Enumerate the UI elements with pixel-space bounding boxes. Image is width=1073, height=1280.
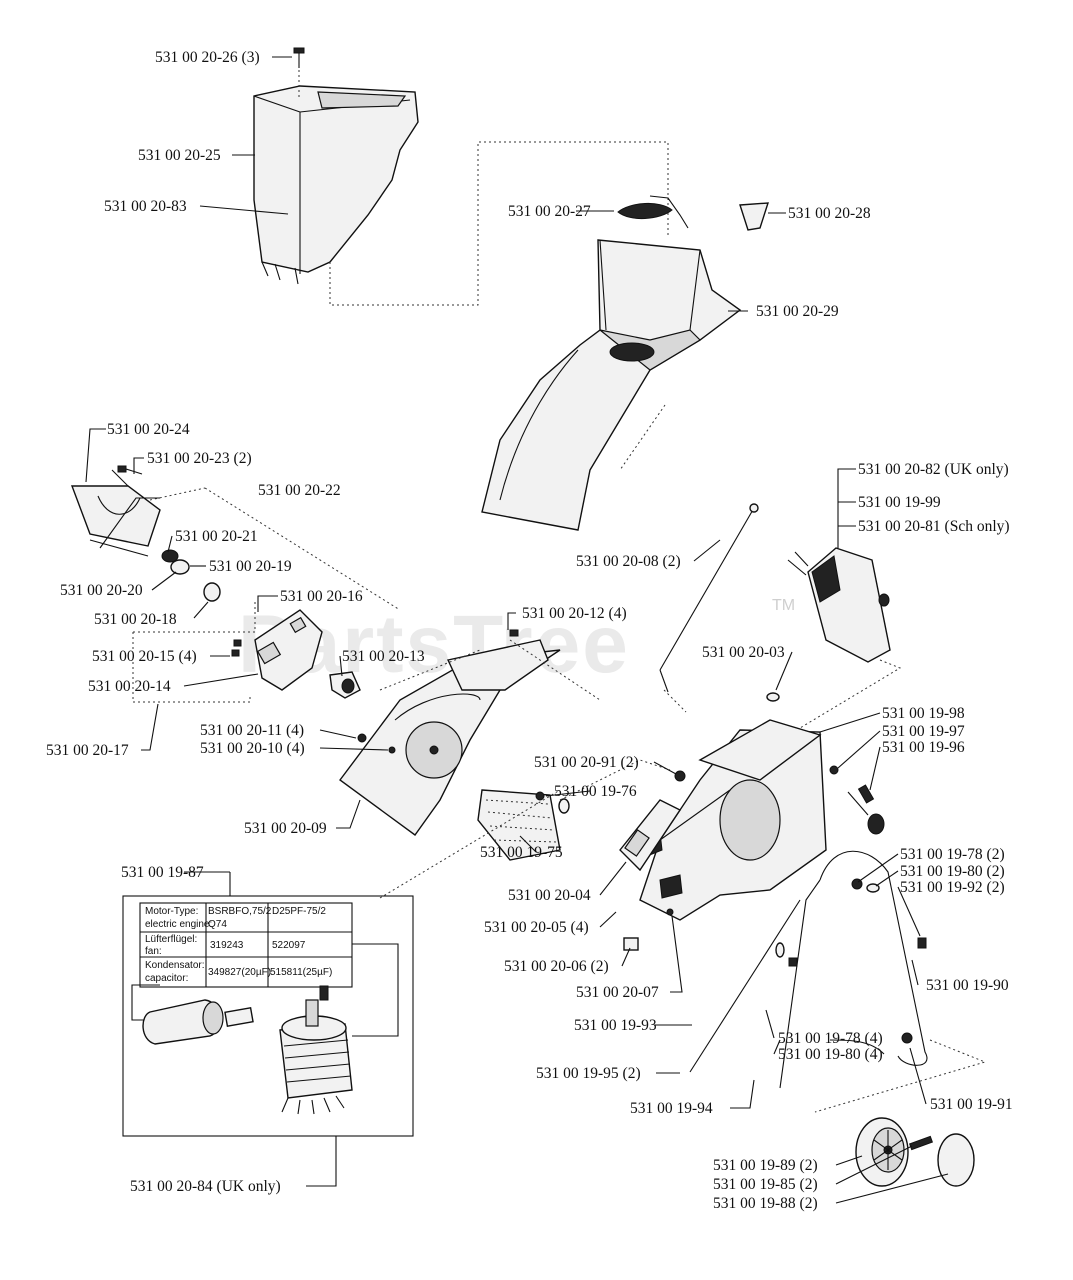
table-cell-motor-1: BSRBFO,75/2 <box>208 906 272 917</box>
washer-icon <box>535 791 570 814</box>
table-cell-motor-2: D25PF-75/2 <box>272 906 326 917</box>
callout-531-00-20-26: 531 00 20-26 (3) <box>155 49 260 66</box>
screw-icon <box>117 465 143 475</box>
table-cell-motor-1b: Q74 <box>208 919 227 930</box>
table-label-motor-type: Motor-Type: <box>145 906 198 917</box>
callout-531-00-20-84: 531 00 20-84 (UK only) <box>130 1178 281 1195</box>
wheel-cap <box>937 1133 975 1187</box>
chute-flap <box>617 195 689 229</box>
callout-531-00-20-23: 531 00 20-23 (2) <box>147 450 252 467</box>
callout-531-00-19-97: 531 00 19-97 <box>882 723 965 740</box>
callout-531-00-20-25: 531 00 20-25 <box>138 147 221 164</box>
callout-531-00-19-75: 531 00 19-75 <box>480 844 563 861</box>
callout-531-00-20-07: 531 00 20-07 <box>576 984 659 1001</box>
table-label-fan: fan: <box>145 946 162 957</box>
callout-531-00-20-19: 531 00 20-19 <box>209 558 292 575</box>
callout-531-00-19-76: 531 00 19-76 <box>554 783 637 800</box>
callout-531-00-20-28: 531 00 20-28 <box>788 205 871 222</box>
screw-icon <box>231 639 242 657</box>
frame-legs <box>689 850 928 1089</box>
cable-icon <box>659 503 759 693</box>
callout-531-00-20-91: 531 00 20-91 (2) <box>534 754 639 771</box>
callout-531-00-19-95: 531 00 19-95 (2) <box>536 1065 641 1082</box>
callout-531-00-19-80-b: 531 00 19-80 (4) <box>778 1046 883 1063</box>
callout-531-00-19-91: 531 00 19-91 <box>930 1096 1013 1113</box>
callout-531-00-19-93: 531 00 19-93 <box>574 1017 657 1034</box>
callout-531-00-20-09: 531 00 20-09 <box>244 820 327 837</box>
bolt-icon <box>623 765 885 951</box>
callout-531-00-20-18: 531 00 20-18 <box>94 611 177 628</box>
connector-icon <box>224 985 329 1027</box>
callout-531-00-20-06: 531 00 20-06 (2) <box>504 958 609 975</box>
cover-plate <box>70 469 161 557</box>
motor-housing-side <box>339 639 561 836</box>
callout-531-00-20-81: 531 00 20-81 (Sch only) <box>858 518 1010 535</box>
grommet-icon <box>766 692 780 702</box>
callout-531-00-20-08: 531 00 20-08 (2) <box>576 553 681 570</box>
callout-531-00-20-10: 531 00 20-10 (4) <box>200 740 305 757</box>
callout-531-00-19-90: 531 00 19-90 <box>926 977 1009 994</box>
callout-531-00-19-96: 531 00 19-96 <box>882 739 965 756</box>
callout-531-00-20-17: 531 00 20-17 <box>46 742 129 759</box>
callout-531-00-20-05: 531 00 20-05 (4) <box>484 919 589 936</box>
table-label-electric-engine: electric engine: <box>145 919 212 930</box>
callout-531-00-19-92: 531 00 19-92 (2) <box>900 879 1005 896</box>
callout-531-00-19-98: 531 00 19-98 <box>882 705 965 722</box>
table-cell-capacitor-2: 515811(25µF) <box>270 967 332 978</box>
callout-531-00-20-27: 531 00 20-27 <box>508 203 591 220</box>
electric-motor-icon <box>279 999 353 1115</box>
callout-531-00-20-03: 531 00 20-03 <box>702 644 785 661</box>
callout-531-00-20-13: 531 00 20-13 <box>342 648 425 665</box>
switch-box <box>787 547 891 663</box>
callout-labels: 531 00 20-26 (3) 531 00 20-25 531 00 20-… <box>46 49 1013 1212</box>
table-label-capacitor: capacitor: <box>145 973 188 984</box>
capacitor-icon <box>142 999 224 1045</box>
table-cell-capacitor-1: 349827(20µF) <box>208 967 271 978</box>
callout-531-00-19-87: 531 00 19-87 <box>121 864 204 881</box>
callout-531-00-20-21: 531 00 20-21 <box>175 528 258 545</box>
axle-bolt-icon <box>908 1135 934 1151</box>
bushing-icon <box>161 549 221 602</box>
callout-531-00-19-78-b: 531 00 19-78 (4) <box>778 1030 883 1047</box>
callout-531-00-20-83: 531 00 20-83 <box>104 198 187 215</box>
table-cell-fan-1: 319243 <box>210 940 244 951</box>
callout-531-00-20-12: 531 00 20-12 (4) <box>522 605 627 622</box>
callout-531-00-19-80-a: 531 00 19-80 (2) <box>900 863 1005 880</box>
callout-531-00-20-15: 531 00 20-15 (4) <box>92 648 197 665</box>
callout-531-00-20-24: 531 00 20-24 <box>107 421 190 438</box>
motor-spec-table: Motor-Type: electric engine: BSRBFO,75/2… <box>139 902 353 988</box>
chute-clip <box>739 202 769 231</box>
screw-icon <box>357 629 519 754</box>
wheel <box>855 1117 909 1187</box>
callout-531-00-19-78-a: 531 00 19-78 (2) <box>900 846 1005 863</box>
callout-531-00-20-20: 531 00 20-20 <box>60 582 143 599</box>
switch-plate <box>254 609 323 691</box>
hopper-cover <box>253 85 419 285</box>
callout-531-00-19-89: 531 00 19-89 (2) <box>713 1157 818 1174</box>
switch-icon <box>329 671 361 699</box>
callout-531-00-19-94: 531 00 19-94 <box>630 1100 713 1117</box>
callout-531-00-19-99: 531 00 19-99 <box>858 494 941 511</box>
callout-531-00-20-29: 531 00 20-29 <box>756 303 839 320</box>
callout-531-00-20-04: 531 00 20-04 <box>508 887 591 904</box>
leader-lines <box>85 56 949 1204</box>
callout-531-00-20-16: 531 00 20-16 <box>280 588 363 605</box>
feed-chute <box>481 239 742 531</box>
table-label-fan-de: Lüfterflügel: <box>145 934 197 945</box>
callout-531-00-20-22: 531 00 20-22 <box>258 482 341 499</box>
motor-options-box <box>122 895 414 1137</box>
screw-icon <box>293 47 305 100</box>
bolt-icon <box>775 878 927 1044</box>
table-label-capacitor-de: Kondensator: <box>145 960 205 971</box>
callout-531-00-19-85: 531 00 19-85 (2) <box>713 1176 818 1193</box>
callout-531-00-20-14: 531 00 20-14 <box>88 678 171 695</box>
callout-531-00-19-88: 531 00 19-88 (2) <box>713 1195 818 1212</box>
table-cell-fan-2: 522097 <box>272 940 306 951</box>
callout-531-00-20-11: 531 00 20-11 (4) <box>200 722 304 739</box>
inner-plate <box>619 799 682 872</box>
watermark-tm: TM <box>772 597 795 614</box>
callout-531-00-20-82: 531 00 20-82 (UK only) <box>858 461 1009 478</box>
